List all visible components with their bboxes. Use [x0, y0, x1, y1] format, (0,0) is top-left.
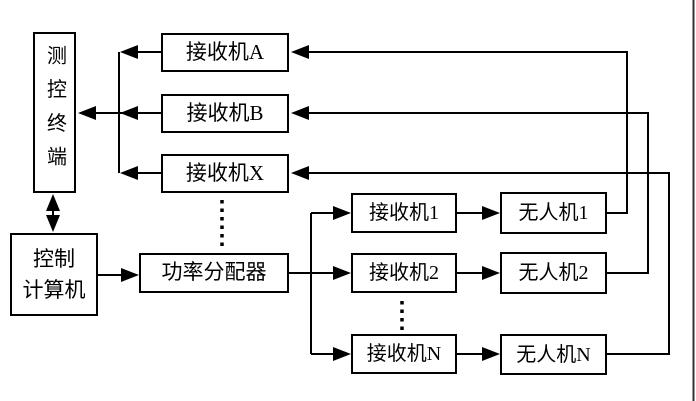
- node-receiver-1-label: 接收机1: [369, 202, 439, 224]
- node-receiver-2-label: 接收机2: [369, 262, 439, 284]
- arrowhead-into-divider: [121, 268, 139, 282]
- node-uav-n-label: 无人机N: [516, 343, 591, 366]
- node-uav-2-label: 无人机2: [518, 262, 589, 284]
- arrowhead-into-uav-n: [482, 347, 500, 361]
- node-receiver-b: 接收机B: [161, 94, 289, 133]
- node-control-computer-line2: 计算机: [22, 277, 86, 302]
- node-receiver-n: 接收机N: [351, 334, 457, 374]
- arrowhead-into-receiver-a: [291, 45, 309, 59]
- arrowhead-into-receiver-b: [291, 106, 309, 120]
- node-receiver-a-label: 接收机A: [185, 39, 265, 64]
- edge-uav1-to-receiver-a: [309, 51, 628, 214]
- arrowhead-into-receiver-2: [333, 266, 351, 280]
- edge-uavn-to-receiver-x: [309, 172, 670, 355]
- arrowhead-a-collector: [120, 45, 138, 59]
- node-receiver-1: 接收机1: [351, 193, 457, 233]
- node-uav-n: 无人机N: [500, 334, 607, 375]
- node-receiver-x: 接收机X: [161, 154, 289, 193]
- arrowhead-into-uav-1: [482, 206, 500, 220]
- node-control-computer-label: 控制 计算机: [23, 244, 86, 305]
- node-control-terminal-label: 测控终端: [43, 45, 66, 180]
- arrowhead-into-receiver-1: [333, 206, 351, 220]
- arrowhead-into-receiver-n: [333, 347, 351, 361]
- node-power-divider-label: 功率分配器: [161, 260, 267, 285]
- node-control-computer: 控制 计算机: [10, 233, 98, 316]
- arrowhead-computer-down: [46, 215, 60, 232]
- arrowhead-x-collector: [120, 166, 138, 180]
- node-control-computer-line1: 控制: [33, 247, 75, 272]
- node-power-divider: 功率分配器: [139, 253, 289, 293]
- node-uav-2: 无人机2: [500, 252, 607, 294]
- arrowhead-terminal-up: [46, 194, 60, 211]
- arrowhead-b-collector: [120, 106, 138, 120]
- arrowhead-into-terminal: [78, 106, 96, 120]
- arrowhead-into-receiver-x: [291, 166, 309, 180]
- node-receiver-a: 接收机A: [161, 33, 289, 72]
- node-control-terminal: 测控终端: [33, 32, 76, 193]
- node-receiver-b-label: 接收机B: [186, 100, 264, 125]
- edge-uav2-to-receiver-b: [309, 112, 649, 274]
- node-receiver-2: 接收机2: [351, 253, 457, 293]
- node-uav-1: 无人机1: [500, 192, 607, 234]
- node-receiver-x-label: 接收机X: [185, 160, 265, 185]
- node-receiver-n-label: 接收机N: [366, 343, 442, 365]
- node-uav-1-label: 无人机1: [518, 202, 589, 224]
- arrowhead-into-uav-2: [482, 266, 500, 280]
